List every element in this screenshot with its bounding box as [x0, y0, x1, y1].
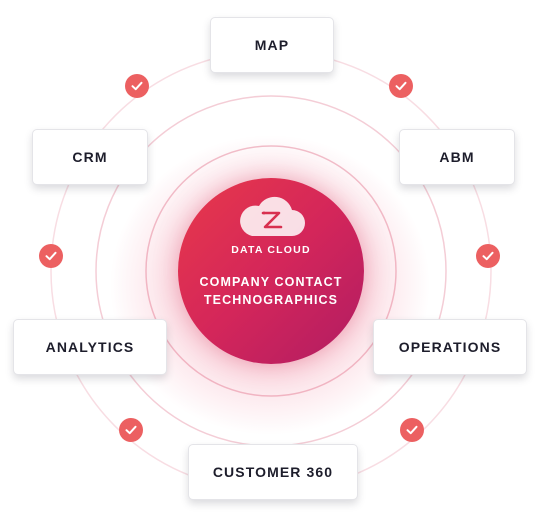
node-analytics: ANALYTICS	[13, 319, 167, 375]
check-icon	[389, 74, 413, 98]
node-map: MAP	[210, 17, 334, 73]
check-icon	[119, 418, 143, 442]
center-line-2: TECHNOGRAPHICS	[203, 293, 339, 307]
node-customer-360: CUSTOMER 360	[188, 444, 358, 500]
node-abm: ABM	[399, 129, 515, 185]
data-cloud-label: DATA CLOUD	[231, 244, 311, 256]
check-icon	[125, 74, 149, 98]
check-icon	[476, 244, 500, 268]
check-icon	[400, 418, 424, 442]
node-crm: CRM	[32, 129, 148, 185]
center-line-1: COMPANY CONTACT	[199, 275, 343, 289]
cloud-logo-icon	[240, 196, 305, 236]
node-operations: OPERATIONS	[373, 319, 527, 375]
check-icon	[39, 244, 63, 268]
